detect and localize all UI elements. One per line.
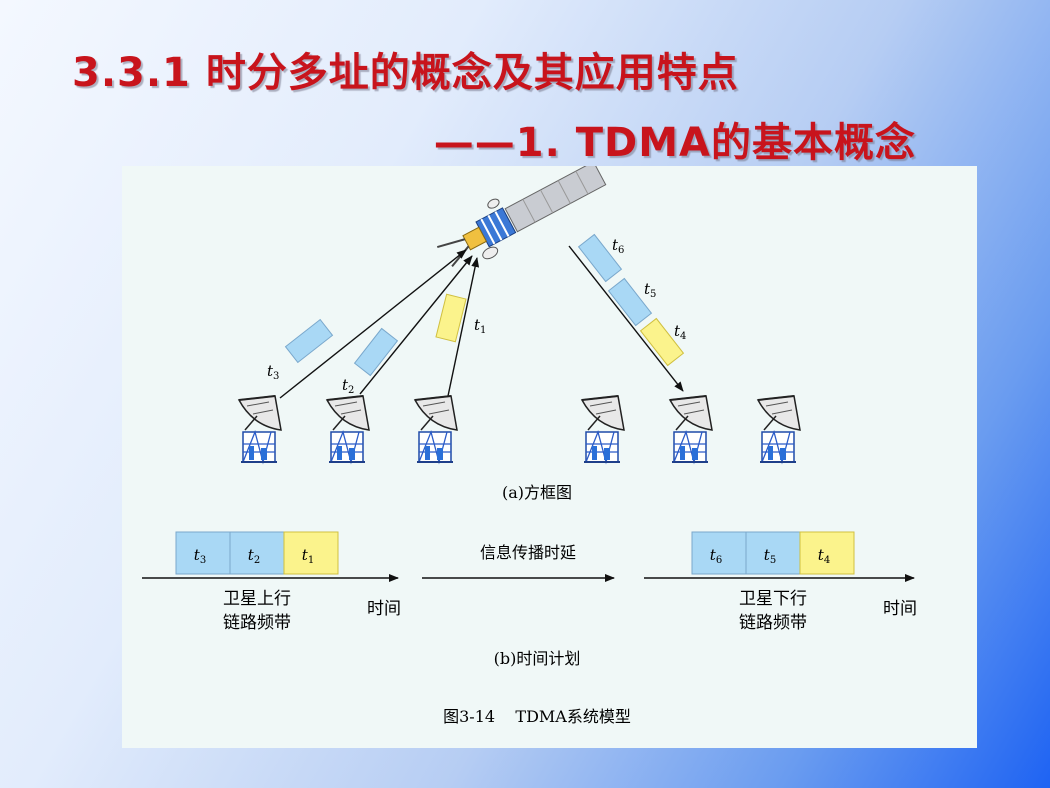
uplink-packet-t2: [353, 327, 399, 377]
figure-caption: 图3-14 TDMA系统模型: [443, 707, 631, 726]
uplink-label-t1: t1: [474, 316, 486, 336]
downlink-packet-t4: [639, 317, 685, 367]
time-label-left: 时间: [367, 599, 401, 619]
slide-title-line2: ——1. TDMA的基本概念: [433, 120, 916, 166]
downlink-packet-t6: [577, 233, 623, 283]
earth-station-icon: [581, 395, 625, 463]
tdma-figure: t3 t2 t1 t6 t5 t4 (a)方框图 t3 t2 t1 信息传播时延…: [122, 166, 977, 748]
uplink-band-label-1: 卫星上行: [223, 589, 291, 609]
uplink-packet-t1: [435, 293, 467, 343]
downlink-label-t4: t4: [674, 322, 686, 342]
downlink-label-t6: t6: [612, 236, 624, 256]
downlink-band-label-1: 卫星下行: [739, 589, 807, 609]
earth-station-icon: [414, 395, 458, 463]
uplink-label-t3: t3: [267, 362, 279, 382]
downlink-band-label-2: 链路频带: [739, 613, 807, 633]
uplink-time-frame: t3 t2 t1: [175, 531, 339, 575]
earth-station-icon: [238, 395, 282, 463]
time-label-right: 时间: [883, 599, 917, 619]
downlink-packet-t5: [607, 277, 653, 327]
slide-title-line1: 3.3.1 时分多址的概念及其应用特点: [72, 50, 739, 96]
downlink-label-t5: t5: [644, 280, 656, 300]
uplink-band-label-2: 链路频带: [223, 613, 291, 633]
downlink-time-frame: t6 t5 t4: [691, 531, 855, 575]
satellite-icon: [436, 166, 607, 268]
earth-station-icon: [669, 395, 713, 463]
delay-label: 信息传播时延: [480, 543, 576, 562]
earth-station-icon: [757, 395, 801, 463]
part-b-caption: (b)时间计划: [494, 649, 581, 668]
uplink-packet-t3: [284, 318, 334, 364]
part-a-caption: (a)方框图: [502, 483, 572, 502]
uplink-label-t2: t2: [342, 376, 354, 396]
earth-station-icon: [326, 395, 370, 463]
